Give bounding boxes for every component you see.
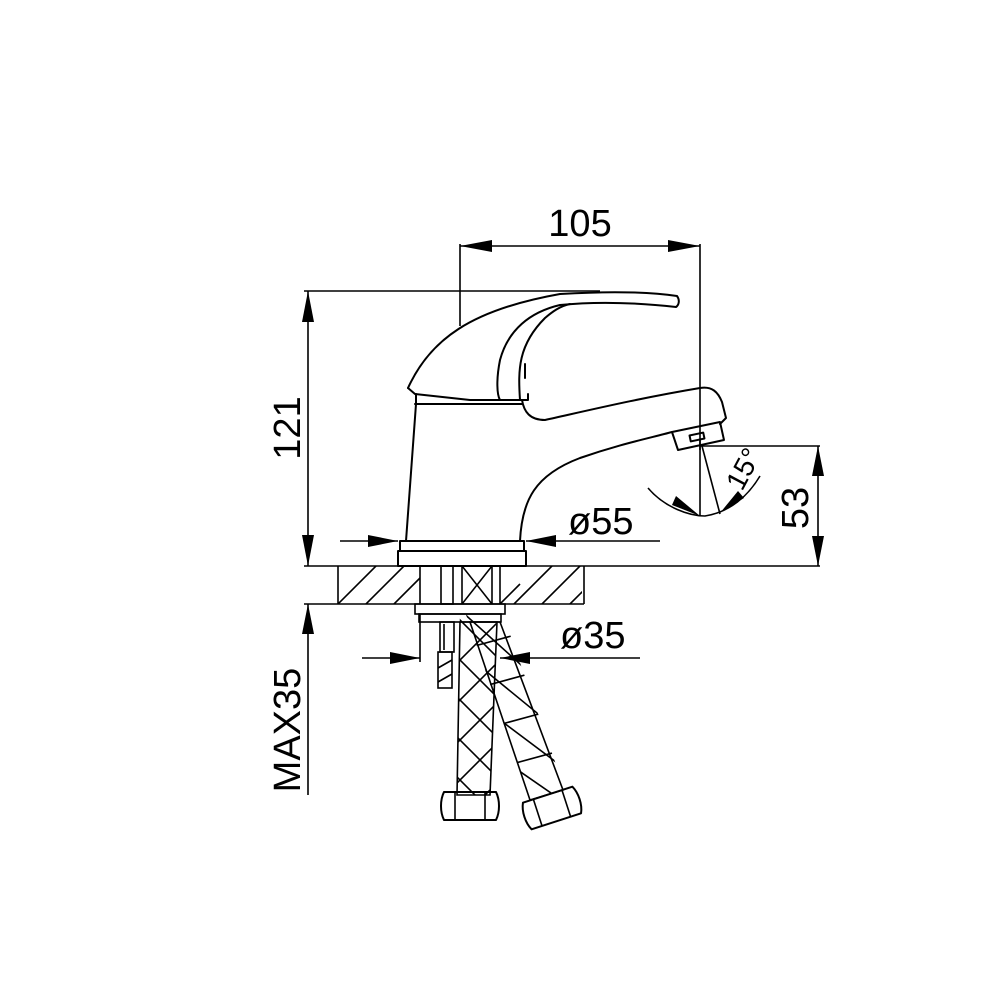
- dimension-hole-diameter: ø35: [362, 614, 640, 664]
- reach-label: 105: [548, 203, 611, 245]
- braided-hoses: [440, 606, 583, 831]
- deck-section: [304, 565, 820, 623]
- faucet-body: [397, 291, 727, 567]
- angle-label: 15°: [720, 443, 767, 495]
- dimension-max-thickness: MAX35: [267, 604, 314, 795]
- dimension-spout: 15° 53: [647, 440, 824, 566]
- dimension-height: 121: [267, 290, 600, 566]
- hex-nut-right: [521, 785, 583, 831]
- max-thickness-label: MAX35: [267, 668, 309, 793]
- dimension-base-diameter: ø55: [340, 501, 660, 547]
- height-label: 121: [267, 396, 309, 459]
- hex-nut-left: [440, 791, 500, 821]
- spout-height-label: 53: [775, 487, 817, 529]
- base-diameter-label: ø55: [568, 501, 633, 543]
- dimension-reach: 105: [459, 203, 701, 450]
- hole-diameter-label: ø35: [560, 615, 625, 657]
- threaded-stud: [437, 621, 455, 689]
